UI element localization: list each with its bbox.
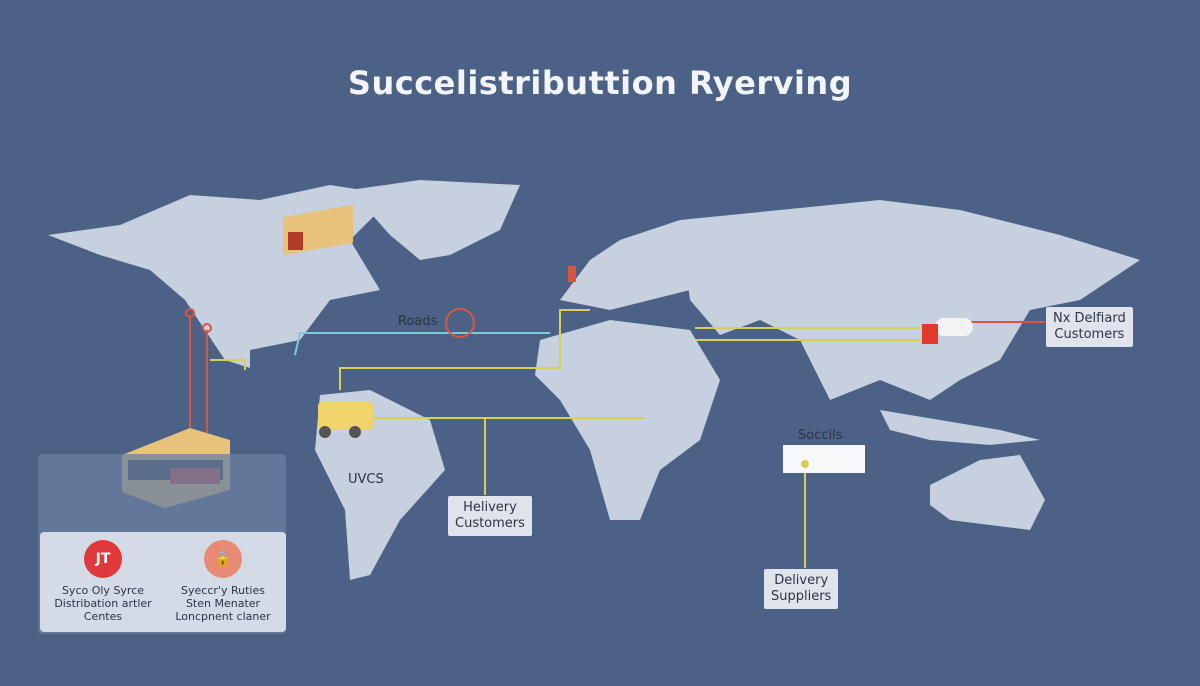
africa (535, 320, 720, 520)
tanker-truck-icon (922, 318, 973, 344)
label-line: Delivery (774, 573, 829, 588)
feature-text: Syco Oly Syrce (61, 584, 145, 597)
label-line: Nx Delfiard (1053, 311, 1126, 326)
greenland (350, 180, 520, 260)
feature-text: Centes (83, 610, 123, 623)
indonesia (880, 410, 1040, 445)
truck-icon-south (318, 402, 373, 438)
feature-text: Sten Menater (185, 597, 261, 610)
roads-label: Roads (398, 314, 438, 329)
supplier-box-icon (783, 445, 865, 473)
delivery-suppliers-label: Delivery Suppliers (764, 569, 839, 609)
helivery-customers-label: Helivery Customers (448, 496, 532, 536)
nx-customers-label: Nx Delfiard Customers (1046, 307, 1133, 347)
label-line: Helivery (463, 500, 517, 515)
jt-icon: JT (84, 540, 122, 578)
page-title: Succelistributtion Ryerving (347, 64, 853, 102)
distribution-panel: JT Syco Oly Syrce Distribation artler Ce… (40, 532, 286, 632)
label-line: Customers (1054, 327, 1125, 342)
feature-text: Syeccr'y Ruties (181, 584, 265, 597)
truck-icon-north (283, 204, 353, 256)
feature-text: Distribation artler (54, 597, 152, 610)
uk-marker-icon (568, 266, 576, 282)
soccils-label: Soccils (798, 428, 843, 443)
label-line: Suppliers (771, 589, 832, 604)
feature-text: Loncpnent claner (175, 610, 271, 623)
lock-icon: 🔒 (204, 540, 242, 578)
feature-security-routes: 🔒 Syeccr'y Ruties Sten Menater Loncpnent… (168, 540, 278, 623)
australia (930, 455, 1045, 530)
europe (560, 220, 700, 310)
asia (680, 200, 1140, 400)
label-line: Customers (455, 516, 525, 531)
feature-distribution-centers: JT Syco Oly Syrce Distribation artler Ce… (48, 540, 158, 623)
uvcs-label: UVCS (348, 472, 384, 487)
south-america (315, 390, 445, 580)
